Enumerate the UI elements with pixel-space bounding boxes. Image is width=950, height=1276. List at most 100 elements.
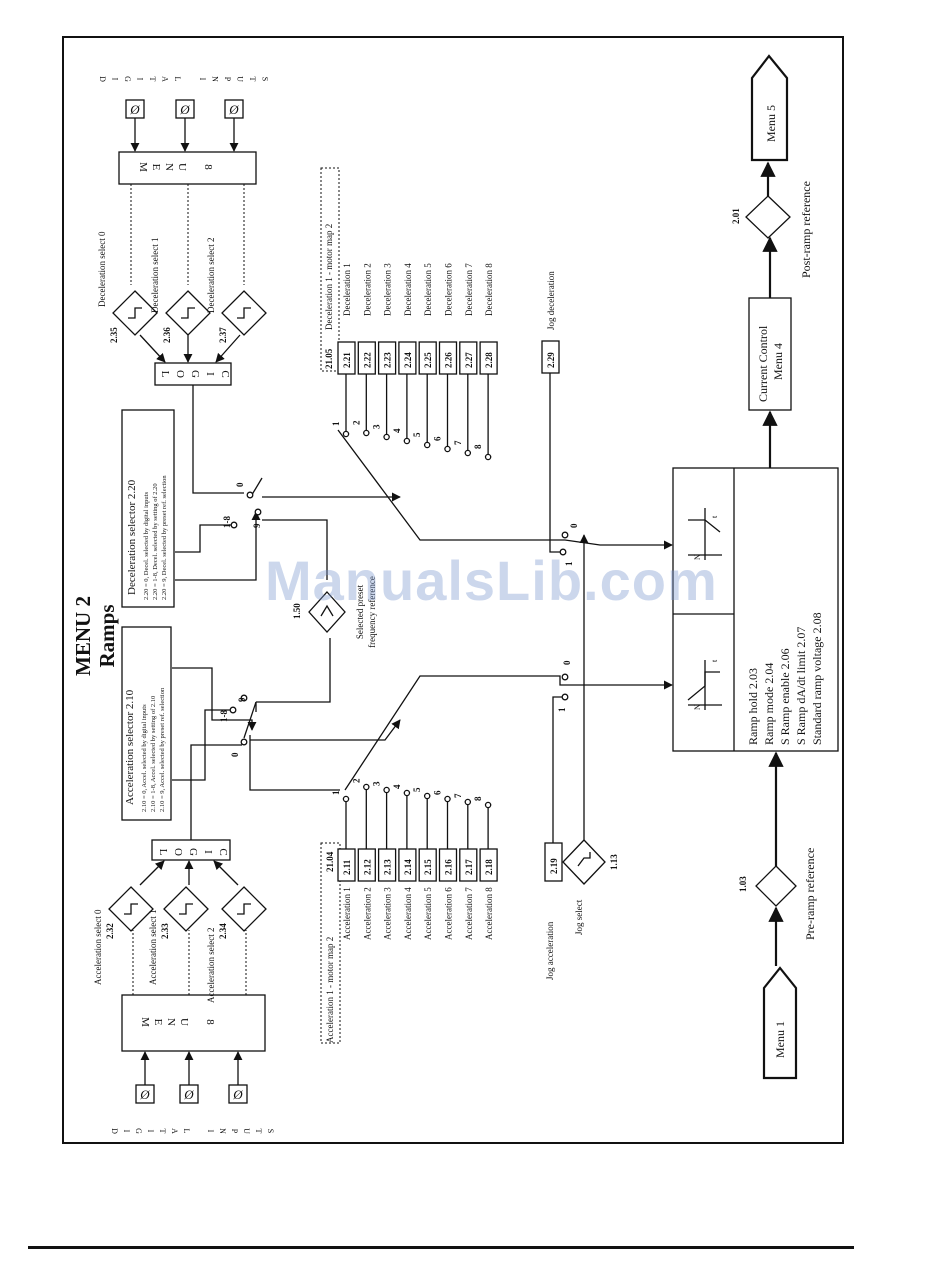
box-letter: U: [176, 163, 188, 171]
digital-inputs-letter: P: [223, 77, 232, 82]
digital-inputs-letter: L: [182, 1129, 191, 1134]
jog-select-param: 1.13: [609, 854, 619, 870]
menu1-box[interactable]: Menu 1: [762, 966, 798, 1080]
jog-deceleration[interactable]: 2.29 Jog deceleration 1 0: [541, 271, 579, 566]
deceleration-selector-box[interactable]: [121, 409, 175, 608]
rate-label: Deceleration 1: [342, 263, 352, 316]
select-label: Acceleration select 1: [148, 910, 158, 985]
menu1-label: Menu 1: [773, 1021, 787, 1058]
digital-inputs-letter: I: [198, 78, 207, 81]
rate-index: 1: [331, 790, 341, 795]
select-param: 2.32: [105, 923, 115, 939]
digital-inputs-letter: L: [173, 77, 182, 82]
select-param: 2.36: [162, 327, 172, 343]
digital-input-terminals-dec: Ø Ø Ø: [125, 99, 244, 152]
pre-ramp-reference[interactable]: 1.03 Pre-ramp reference: [738, 751, 817, 966]
box-letter: 8: [202, 164, 214, 170]
dec-selector-switch[interactable]: 0 1-8 9: [222, 482, 262, 529]
digital-inputs-letter: G: [123, 76, 132, 82]
switch-pos-label: 1-8: [222, 516, 232, 528]
rate-item[interactable]: 2.21 Deceleration 1 1: [331, 263, 356, 438]
selector-line: 2.20 = 1-8, Decel. selected by setting o…: [152, 483, 159, 600]
jog-switch-zero-label: 0: [562, 660, 572, 665]
preset-select-param: 1.50: [292, 603, 302, 619]
rate-param: 2.21: [342, 352, 352, 368]
rate-label: Deceleration 2: [362, 263, 372, 316]
box-letter: G: [187, 848, 199, 856]
rate-index: 4: [392, 784, 402, 789]
rate-param: 2.27: [464, 352, 474, 368]
preset-select-label2: frequency reference: [367, 576, 377, 648]
acceleration-selector-box[interactable]: [121, 626, 172, 821]
select-label: Deceleration select 0: [97, 231, 107, 307]
jog-acceleration[interactable]: 2.19 Jog acceleration 1 0: [544, 660, 572, 980]
post-ramp-reference[interactable]: 2.01 Post-ramp reference: [731, 181, 813, 278]
selector-line: 2.20 = 9, Decel. selected by preset ref.…: [161, 475, 168, 600]
jog-select[interactable]: 1.13 Jog select: [562, 534, 619, 935]
page-title: MENU 2: [71, 596, 95, 676]
digital-inputs-letter: U: [242, 1128, 251, 1134]
box-letter: N: [165, 1018, 177, 1026]
ramp-axis-t: t: [710, 515, 719, 518]
rate-label: Acceleration 5: [423, 887, 433, 940]
current-control-box[interactable]: Current Control Menu 4: [748, 297, 792, 411]
digital-inputs-letter: I: [111, 78, 120, 81]
diagram-frame: [62, 36, 844, 1144]
switch-pos-label: 0: [235, 482, 245, 487]
rate-label: Acceleration 8: [484, 887, 494, 940]
select-label: Acceleration select 0: [93, 909, 103, 985]
selector-line: 2.20 = 0, Decel. selected by digital inp…: [143, 492, 150, 600]
digital-inputs-letter: N: [211, 76, 220, 82]
pre-ramp-label: Pre-ramp reference: [803, 848, 817, 940]
ramp-param: Standard ramp voltage 2.08: [810, 612, 824, 745]
digital-input-icon: Ø: [232, 1087, 243, 1102]
box-letter: C: [217, 848, 229, 855]
digital-inputs-letter: I: [122, 1130, 131, 1133]
jog-switch-one-label: 1: [564, 561, 574, 566]
box-letter: L: [157, 849, 169, 856]
acc-selector-switch[interactable]: 0 1-8 9: [219, 694, 248, 757]
rate-param: 2.25: [423, 352, 433, 368]
menu5-box[interactable]: Menu 5: [750, 54, 789, 162]
rate-label: Acceleration 4: [403, 887, 413, 940]
select-param: 2.34: [218, 923, 228, 939]
ramp-param: Ramp hold 2.03: [746, 668, 760, 745]
current-control-menu: Menu 4: [771, 343, 785, 380]
digital-inputs-letter: I: [136, 78, 145, 81]
box-letter: G: [189, 370, 201, 378]
rate-label: Acceleration 7: [464, 887, 474, 940]
box-letter: N: [163, 163, 175, 171]
digital-inputs-letter: P: [230, 1129, 239, 1134]
rate-param: 2.14: [403, 859, 413, 875]
rate-param: 2.22: [362, 352, 372, 368]
preset-reference-diamond[interactable]: 1.50 Selected preset frequency reference: [292, 576, 377, 648]
jog-select-label: Jog select: [574, 899, 584, 935]
selector-title: Acceleration selector 2.10: [124, 689, 136, 805]
rate-label: Deceleration 4: [403, 263, 413, 316]
rate-index: 1: [331, 421, 341, 426]
